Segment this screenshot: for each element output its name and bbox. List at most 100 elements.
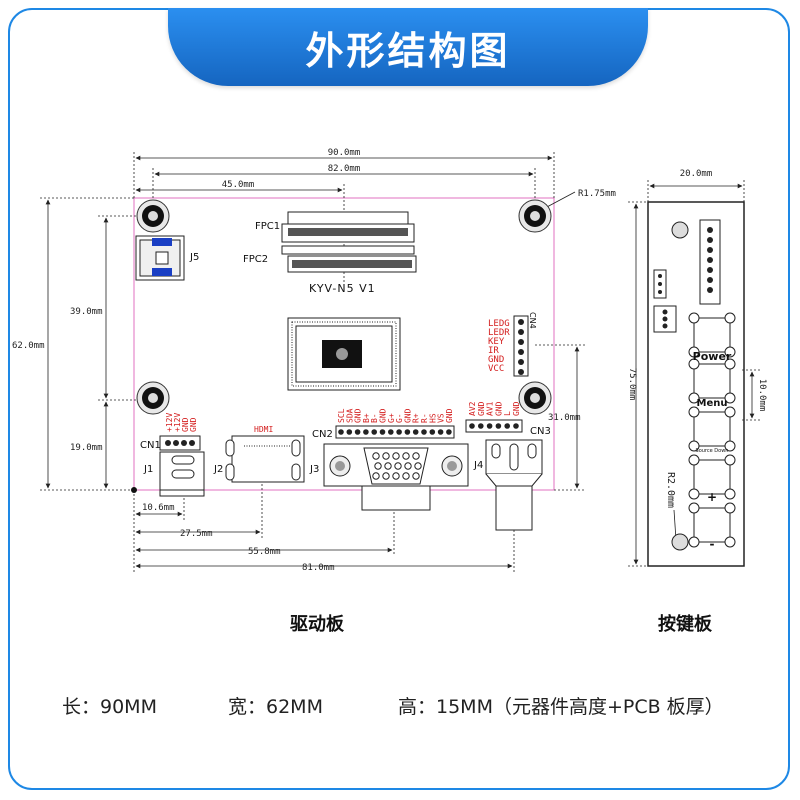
dim-39: 39.0mm — [70, 307, 103, 317]
cn3-pin-dot — [513, 423, 519, 429]
cn3-pin-dot — [504, 423, 511, 429]
cn3-pin-label: AV2 — [468, 401, 477, 416]
vga-pin — [392, 452, 400, 460]
dim-55-8: 55.8mm — [248, 547, 281, 557]
j4-label: J4 — [473, 460, 483, 471]
mounting-holes — [136, 199, 552, 415]
cn2-pin-dot — [379, 429, 386, 435]
kb-button-pad — [688, 358, 700, 370]
cn2-pin-label: G+ — [387, 413, 396, 423]
cn1-label: CN1 — [140, 440, 161, 451]
kb-button-pad — [724, 536, 736, 548]
cn2-pin-dot — [446, 429, 452, 435]
vga-pin — [372, 472, 380, 480]
kb-dim-10: 10.0mm — [757, 379, 767, 412]
kb-button-pad — [724, 312, 736, 324]
vga-pin — [394, 462, 402, 470]
cn1-pin: GND — [181, 417, 190, 432]
cn2-pin-dot — [388, 429, 394, 435]
cn4-connector — [513, 315, 529, 377]
kb-button — [693, 507, 731, 543]
dim-90: 90.0mm — [328, 148, 361, 158]
kb-dim-r2: R2.0mm — [665, 472, 676, 508]
kb-button-pad — [724, 440, 736, 452]
keyboard-caption: 按键板 — [658, 614, 712, 635]
cn2-pin-label: B- — [370, 413, 379, 423]
kb-button — [693, 363, 731, 399]
cn2-pin-label: R+ — [412, 413, 421, 423]
spec-length: 长：90MM — [62, 696, 157, 718]
cn4-pin: LEDR — [488, 328, 510, 338]
cn2-pin-dot — [437, 429, 444, 435]
vga-pin — [414, 462, 422, 470]
cn3-connector — [465, 419, 523, 433]
kb-small-connectors — [653, 269, 677, 333]
hdmi-label: HDMI — [254, 425, 273, 434]
j5-connector — [135, 235, 185, 281]
vga-pin — [412, 472, 420, 480]
cn3-pin-dot — [478, 423, 484, 429]
cn4-label: CN4 — [528, 312, 537, 329]
cn4-pin: VCC — [488, 364, 504, 374]
cn3-pin-label: AV1 — [486, 401, 495, 416]
dim-62: 62.0mm — [12, 341, 45, 351]
main-chip — [287, 317, 401, 391]
dim-27-5: 27.5mm — [180, 529, 213, 539]
dim-45: 45.0mm — [222, 180, 255, 190]
dim-10-6: 10.6mm — [142, 503, 175, 513]
page-title: 外形结构图 — [305, 28, 511, 73]
kb-plus-label: + — [707, 490, 717, 504]
kb-button-pad — [688, 488, 700, 500]
fpc1-label: FPC1 — [255, 221, 280, 232]
kb-hole — [671, 221, 689, 239]
kb-hole — [671, 533, 689, 551]
kb-button-pad — [688, 392, 700, 404]
vga-pin — [404, 462, 412, 470]
cn2-pin-label: HS — [428, 413, 437, 423]
cn2-pin-label: R- — [420, 413, 429, 423]
cn2-pin-dot — [346, 429, 353, 435]
kb-button-pad — [724, 392, 736, 404]
cn2-pin-dot — [396, 429, 402, 435]
j3-label: J3 — [309, 464, 319, 475]
hdmi-connector — [225, 435, 305, 483]
cn2-connector — [335, 425, 455, 439]
fpc2-label: FPC2 — [243, 254, 268, 265]
kb-button-pad — [724, 406, 736, 418]
dim-19: 19.0mm — [70, 443, 103, 453]
vga-pin — [374, 462, 382, 470]
j1-label: J1 — [143, 464, 153, 475]
kb-dim-75: 75.0mm — [627, 368, 637, 401]
fpc-connectors — [281, 211, 417, 273]
cn2-pin-label: G- — [395, 413, 404, 423]
cn2-pin-dot — [429, 429, 436, 435]
kb-button — [693, 411, 731, 447]
cn1-connector — [159, 435, 201, 451]
j2-label: J2 — [213, 464, 223, 475]
cn3-pin-dot — [486, 423, 493, 429]
kb-button-pad — [724, 502, 736, 514]
dim-31: 31.0mm — [548, 413, 581, 423]
board-model: KYV-N5 V1 — [309, 282, 376, 295]
kb-button-pad — [724, 358, 736, 370]
kb-button-pad — [724, 454, 736, 466]
kb-button-pad — [688, 454, 700, 466]
kb-button-pad — [724, 488, 736, 500]
vga-pin — [372, 452, 380, 460]
cn1-pin: +12V — [173, 413, 182, 432]
cn4-pin: KEY — [488, 337, 505, 347]
cn2-pin-dot — [412, 429, 419, 435]
cn3-label: CN3 — [530, 426, 551, 437]
cn1-pin: +12V — [165, 413, 174, 432]
title-banner: 外形结构图 — [168, 8, 648, 86]
cn3-pin-dot — [495, 423, 502, 429]
cn2-pin-label: GND — [403, 408, 412, 423]
j1-jack — [159, 451, 205, 497]
kb-menu-label: Menu — [697, 398, 728, 409]
kb-source-label: Source Down — [696, 448, 729, 454]
vga-pin — [412, 452, 420, 460]
kb-button-pad — [688, 312, 700, 324]
cn2-pin-dot — [363, 429, 369, 435]
kb-header-connector — [699, 219, 721, 305]
cn3-pin-label: GND — [494, 401, 503, 416]
